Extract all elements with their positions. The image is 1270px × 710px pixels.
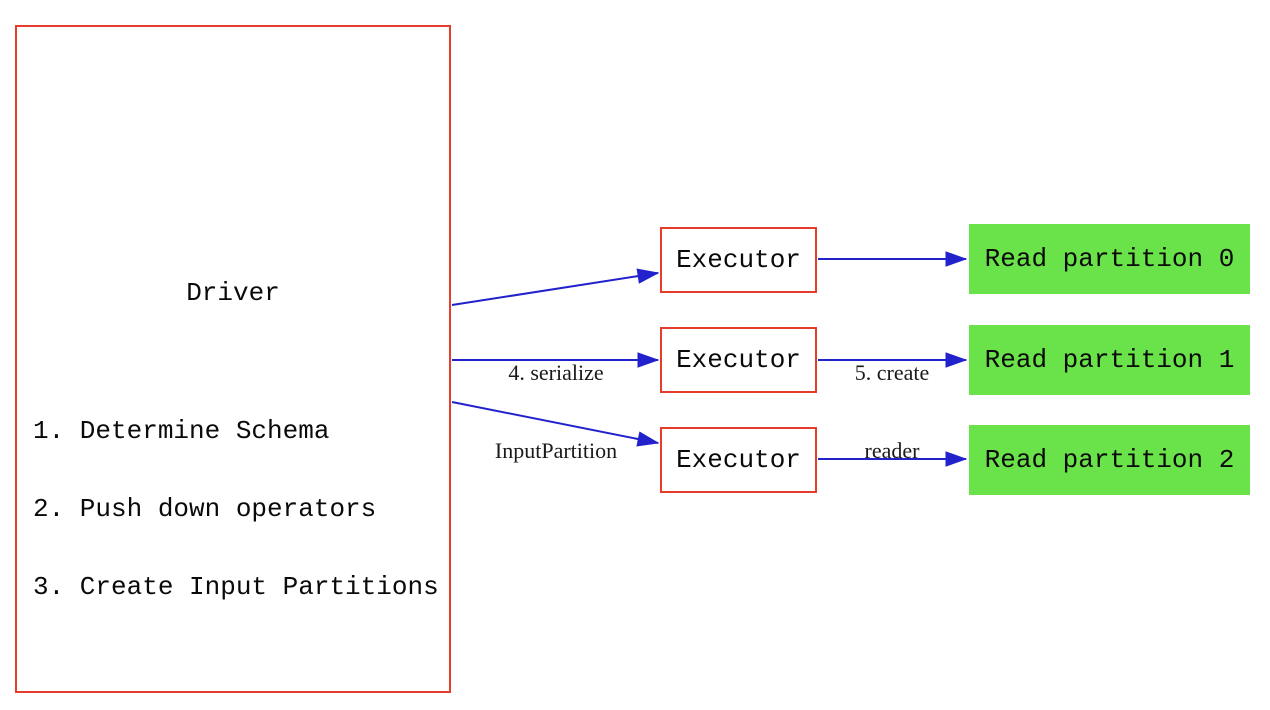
label-serialize-inputpartition: 4. serialize InputPartition [481,308,631,516]
driver-step-2: 2. Push down operators [33,494,377,524]
read-partition-label-0: Read partition 0 [984,244,1235,274]
read-partition-label-2: Read partition 2 [984,445,1235,475]
label-serialize-line1: 4. serialize [508,360,604,385]
driver-step-1: 1. Determine Schema [33,416,330,446]
driver-steps: 1. Determine Schema 2. Push down operato… [33,366,439,652]
read-partition-box-1: Read partition 1 [969,325,1250,395]
label-reader-line1: 5. create [854,360,930,385]
label-reader-line2: reader [864,438,920,463]
executor-label-0: Executor [676,245,801,275]
read-partition-box-2: Read partition 2 [969,425,1250,495]
driver-step-3: 3. Create Input Partitions [33,572,439,602]
executor-label-1: Executor [676,345,801,375]
arrow-driver-to-executor-0 [451,273,658,306]
executor-box-2: Executor [660,427,817,493]
label-create-reader: 5. create reader [817,308,967,516]
driver-title: Driver [186,278,280,308]
label-serialize-line2: InputPartition [494,438,618,463]
executor-label-2: Executor [676,445,801,475]
driver-box [15,25,451,693]
executor-box-1: Executor [660,327,817,393]
read-partition-box-0: Read partition 0 [969,224,1250,294]
read-partition-label-1: Read partition 1 [984,345,1235,375]
executor-box-0: Executor [660,227,817,293]
